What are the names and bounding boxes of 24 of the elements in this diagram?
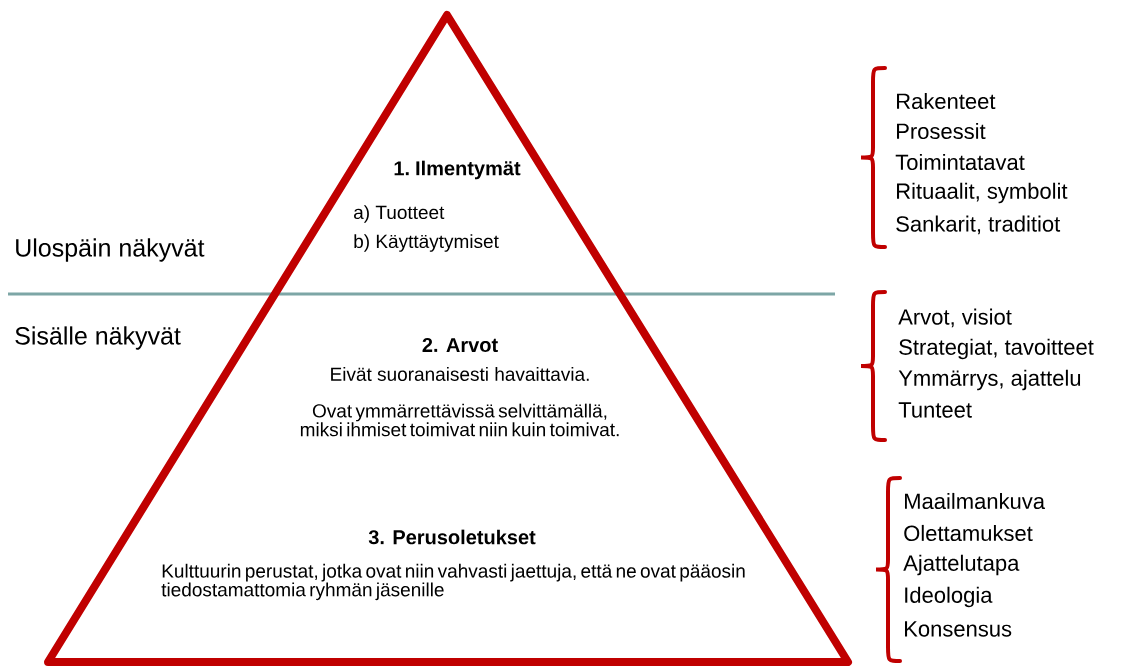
list-item: Ymmärrys, ajattelu <box>898 369 1081 391</box>
level-description: Ovat ymmärrettävissä selvittämällä, miksi ihmiset toimivat niin kuin toimivat. <box>300 403 619 437</box>
level-description: Eivät suoranaisesti havaittavia. <box>331 367 589 381</box>
list-item: Rituaalit, symbolit <box>897 182 1068 204</box>
side-label: Sisälle näkyvät <box>15 326 181 350</box>
level-heading: 2. Arvot <box>422 337 498 353</box>
list-item: Prosessit <box>897 122 986 140</box>
list-item: Maailmankuva <box>905 492 1045 510</box>
side-label: Ulospäin näkyvät <box>16 238 205 262</box>
list-item: Ideologia <box>905 586 993 608</box>
list-item: Olettamukset <box>904 524 1033 542</box>
level-heading: 3. Perusoletukset <box>368 529 536 545</box>
list-item: Tunteet <box>898 402 972 418</box>
level-description: Kulttuurin perustat, jotka ovat niin vahvasti jaettuja, että ne ovat pääosin tiedostamattomia ryhmän jäsenille <box>161 563 745 601</box>
list-item: Konsensus <box>905 621 1012 637</box>
list-item: Toimintatavat <box>895 153 1025 171</box>
list-item: Rakenteet <box>897 92 996 110</box>
list-item: a) Tuotteet <box>354 205 445 223</box>
list-item: Ajattelutapa <box>903 554 1020 576</box>
list-item: Sankarit, traditiot <box>896 215 1061 235</box>
level-heading: 1. Ilmentymät <box>394 160 521 180</box>
list-item: Strategiat, tavoitteet <box>899 338 1094 360</box>
list-item: b) Käyttäytymiset <box>354 234 499 252</box>
list-item: Arvot, visiot <box>898 308 1012 328</box>
